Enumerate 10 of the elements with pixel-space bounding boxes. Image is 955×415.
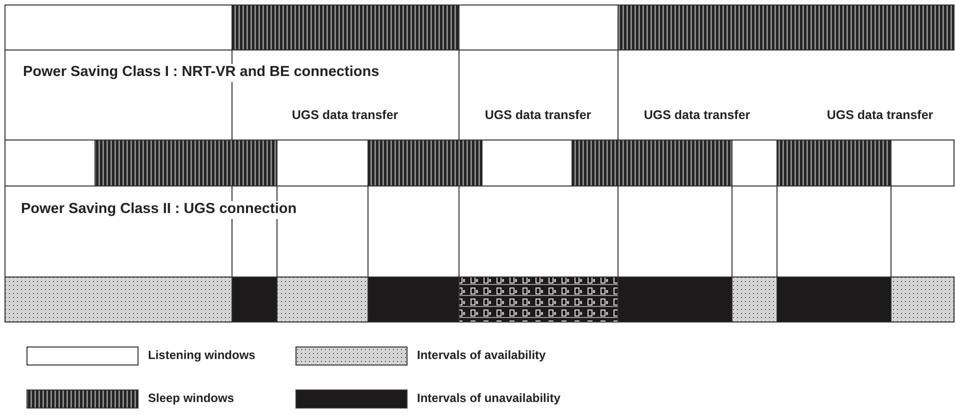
class-heading: Power Saving Class II : UGS connection	[19, 201, 299, 219]
transfer-label: UGS data transfer	[826, 109, 934, 123]
transfer-label: UGS data transfer	[644, 109, 750, 123]
legend-label: Intervals of unavailability	[417, 392, 560, 406]
legend-label: Listening windows	[148, 349, 256, 362]
legend-label: Intervals of availability	[417, 349, 546, 362]
class-heading: Power Saving Class I : NRT-VR and BE connections	[21, 64, 382, 82]
transfer-label: UGS data transfer	[292, 109, 398, 123]
legend-label: Sleep windows	[148, 392, 234, 406]
transfer-label: UGS data transfer	[484, 109, 592, 123]
